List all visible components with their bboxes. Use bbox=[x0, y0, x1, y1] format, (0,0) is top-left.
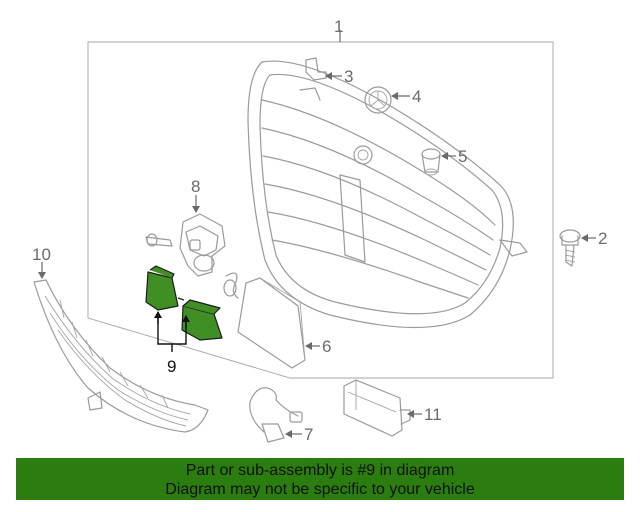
wiring-harness[interactable] bbox=[249, 387, 303, 443]
leader-line-9 bbox=[157, 314, 187, 352]
callout-11: 11 bbox=[424, 405, 442, 424]
callout-8: 8 bbox=[191, 177, 200, 196]
callout-4: 4 bbox=[412, 87, 421, 106]
bushing[interactable] bbox=[421, 148, 441, 176]
lower-grille[interactable] bbox=[33, 279, 209, 433]
info-banner: Part or sub-assembly is #9 in diagram Di… bbox=[16, 458, 624, 500]
callout-5: 5 bbox=[458, 147, 467, 166]
highlighted-part-9[interactable] bbox=[145, 265, 223, 341]
emblem[interactable] bbox=[364, 86, 392, 114]
callout-1: 1 bbox=[334, 17, 343, 36]
banner-line-part-number: Part or sub-assembly is #9 in diagram bbox=[185, 462, 455, 479]
callout-9: 9 bbox=[167, 357, 176, 376]
callout-2: 2 bbox=[598, 229, 607, 248]
grille-assembly[interactable] bbox=[247, 60, 528, 329]
callout-7: 7 bbox=[304, 425, 313, 444]
callout-10: 10 bbox=[32, 245, 51, 264]
bolt[interactable] bbox=[559, 229, 581, 267]
sensor-bracket[interactable] bbox=[145, 213, 226, 277]
parts-diagram: 1 2 3 4 5 6 7 8 9 10 11 bbox=[32, 17, 607, 444]
callout-3: 3 bbox=[344, 67, 353, 86]
clip-part-3[interactable] bbox=[305, 57, 327, 81]
control-module[interactable] bbox=[343, 379, 411, 437]
cover-panel[interactable] bbox=[237, 277, 306, 369]
assembly-boundary-box bbox=[87, 41, 554, 379]
spring-clip[interactable] bbox=[223, 272, 239, 299]
banner-line-disclaimer: Diagram may not be specific to your vehi… bbox=[165, 481, 475, 498]
callout-6: 6 bbox=[322, 337, 331, 356]
